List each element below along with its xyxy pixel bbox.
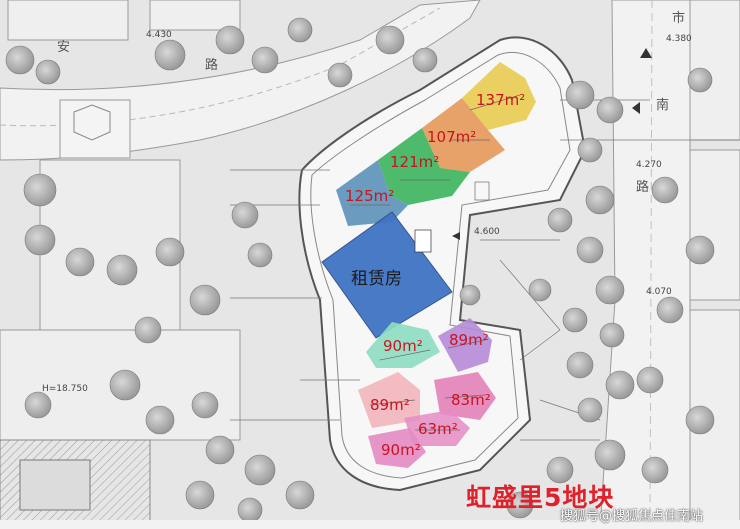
unit-89a-shape [438, 318, 492, 372]
unit-label-121: 121m² [390, 153, 440, 171]
unit-90a-shape [366, 322, 440, 368]
elevation-4270: 4.270 [636, 160, 662, 170]
unit-107-shape [422, 98, 505, 172]
rental-housing-label: 租赁房 [351, 269, 402, 289]
unit-label-90a: 90m² [383, 337, 423, 355]
road-label-nan: 南 [656, 98, 670, 113]
unit-90b-shape [368, 428, 426, 468]
road-label-lu-top: 路 [205, 58, 219, 73]
road-label-lu-right: 路 [636, 180, 650, 195]
trees [5, 17, 715, 523]
unit-label-83: 83m² [451, 391, 491, 409]
unit-label-89b: 89m² [370, 396, 410, 414]
unit-125-shape [336, 160, 408, 226]
unit-label-89a: 89m² [449, 331, 489, 349]
unit-label-63: 63m² [418, 420, 458, 438]
unit-137-shape [462, 62, 536, 130]
road-label-shi: 市 [672, 11, 686, 26]
elevation-4430: 4.430 [146, 30, 172, 40]
unit-label-90b: 90m² [381, 441, 421, 459]
plot-title: 虹盛里5地块 [466, 483, 615, 512]
unit-89b-shape [358, 372, 420, 428]
unit-label-125: 125m² [345, 187, 395, 205]
elevation-4070: 4.070 [646, 287, 672, 297]
watermark: 搜狐号@搜狐焦点佳南站 [560, 509, 704, 524]
elevation-4380: 4.380 [666, 34, 692, 44]
unit-121-shape [378, 128, 470, 205]
unit-label-107: 107m² [427, 128, 477, 146]
rental-shape [321, 211, 453, 339]
unit-83-shape [434, 372, 496, 420]
elevation-4600: 4.600 [474, 227, 500, 237]
unit-label-137: 137m² [476, 91, 526, 109]
height-18750: H=18.750 [42, 384, 88, 394]
road-label-an: 安 [57, 40, 71, 55]
unit-63-shape [404, 410, 470, 446]
